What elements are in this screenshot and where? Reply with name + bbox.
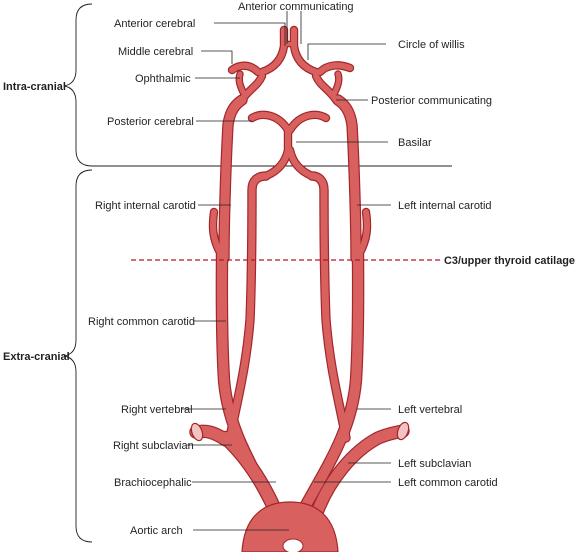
right-posterior-cerebral-vessel <box>249 111 291 133</box>
label-circle-of-willis: Circle of willis <box>398 39 465 51</box>
label-right-subclavian: Right subclavian <box>113 440 194 452</box>
label-c3-line: C3/upper thyroid catilage <box>444 255 575 267</box>
label-anterior-cerebral: Anterior cerebral <box>114 18 195 30</box>
right-ophthalmic-vessel <box>236 71 247 97</box>
left-common-carotid-vessel <box>301 250 364 510</box>
label-anterior-communicating: Anterior communicating <box>238 1 354 13</box>
left-middle-cerebral-vessel <box>317 62 353 75</box>
left-external-carotid-vessel <box>355 209 370 259</box>
left-posterior-cerebral-vessel <box>287 111 329 133</box>
aortic-arch-lumen <box>282 538 304 552</box>
label-extra-cranial: Extra-cranial <box>3 351 70 363</box>
right-external-carotid-vessel <box>210 209 225 259</box>
label-right-vertebral: Right vertebral <box>121 404 193 416</box>
left-vertebral-vessel <box>308 172 350 442</box>
right-subclavian-opening <box>190 422 204 442</box>
right-posterior-communicating-vessel <box>239 73 265 103</box>
label-left-common-carotid: Left common carotid <box>398 477 498 489</box>
left-posterior-communicating-vessel <box>313 73 339 103</box>
label-left-vertebral: Left vertebral <box>398 404 462 416</box>
left-internal-carotid-vessel <box>333 95 361 263</box>
label-left-subclavian: Left subclavian <box>398 458 471 470</box>
label-intra-cranial: Intra-cranial <box>3 81 66 93</box>
label-left-internal-carotid: Left internal carotid <box>398 200 492 212</box>
right-anterior-cerebral-vessel <box>259 27 287 75</box>
label-brachiocephalic: Brachiocephalic <box>114 477 192 489</box>
label-posterior-cerebral: Posterior cerebral <box>107 116 194 128</box>
vessel-tree <box>189 25 410 520</box>
left-subclavian-opening <box>396 421 410 441</box>
brachiocephalic-vessel <box>220 432 282 518</box>
right-internal-carotid-vessel <box>219 95 247 263</box>
label-basilar: Basilar <box>398 137 432 149</box>
left-anterior-cerebral-vessel <box>291 27 319 75</box>
basilar-vessel-left <box>287 147 315 179</box>
label-ophthalmic: Ophthalmic <box>135 73 191 85</box>
label-middle-cerebral: Middle cerebral <box>118 46 193 58</box>
right-vertebral-vessel <box>226 172 270 442</box>
right-middle-cerebral-vessel <box>229 62 261 75</box>
label-right-common-carotid: Right common carotid <box>88 316 195 328</box>
label-aortic-arch: Aortic arch <box>130 525 183 537</box>
label-posterior-communicating: Posterior communicating <box>371 95 492 107</box>
label-right-internal-carotid: Right internal carotid <box>95 200 196 212</box>
left-ophthalmic-vessel <box>331 71 342 97</box>
aortic-arch-vessel <box>241 501 339 552</box>
intra-cranial-brace <box>63 3 452 167</box>
extra-cranial-brace <box>63 169 93 543</box>
leader-lines <box>181 11 391 531</box>
